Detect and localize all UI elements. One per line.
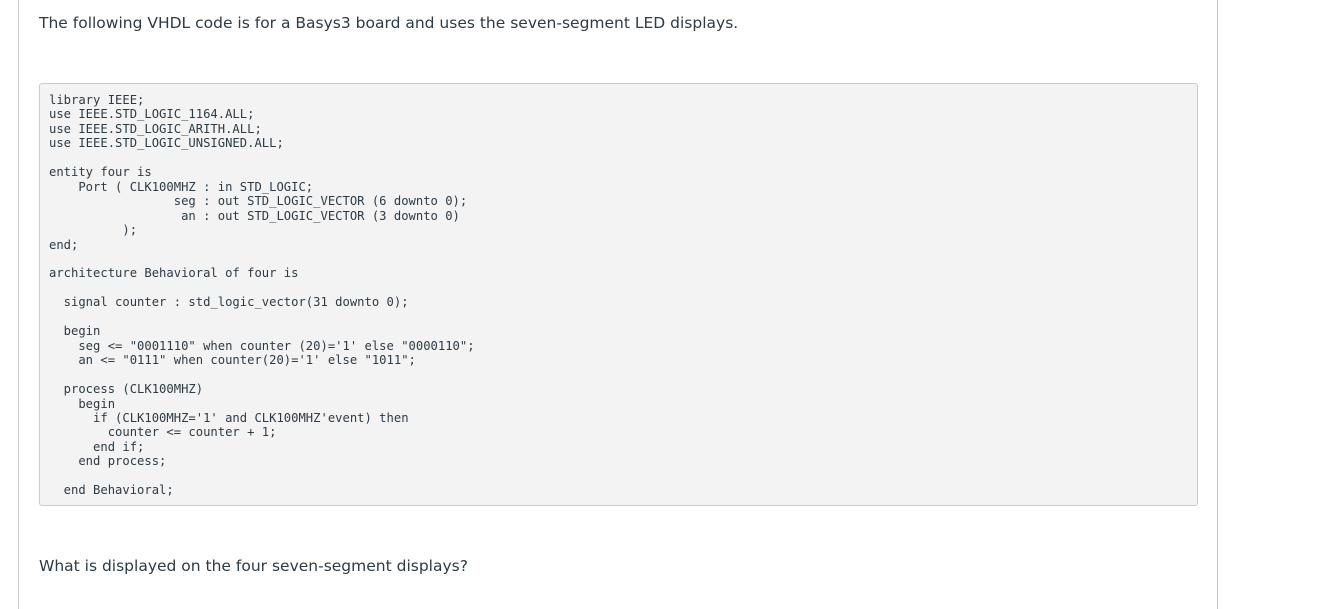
vhdl-code: library IEEE; use IEEE.STD_LOGIC_1164.AL… (49, 93, 475, 498)
code-block: library IEEE; use IEEE.STD_LOGIC_1164.AL… (39, 83, 1198, 506)
question-text: What is displayed on the four seven-segm… (39, 557, 468, 575)
content-frame (18, 0, 1218, 609)
intro-text: The following VHDL code is for a Basys3 … (39, 14, 739, 32)
